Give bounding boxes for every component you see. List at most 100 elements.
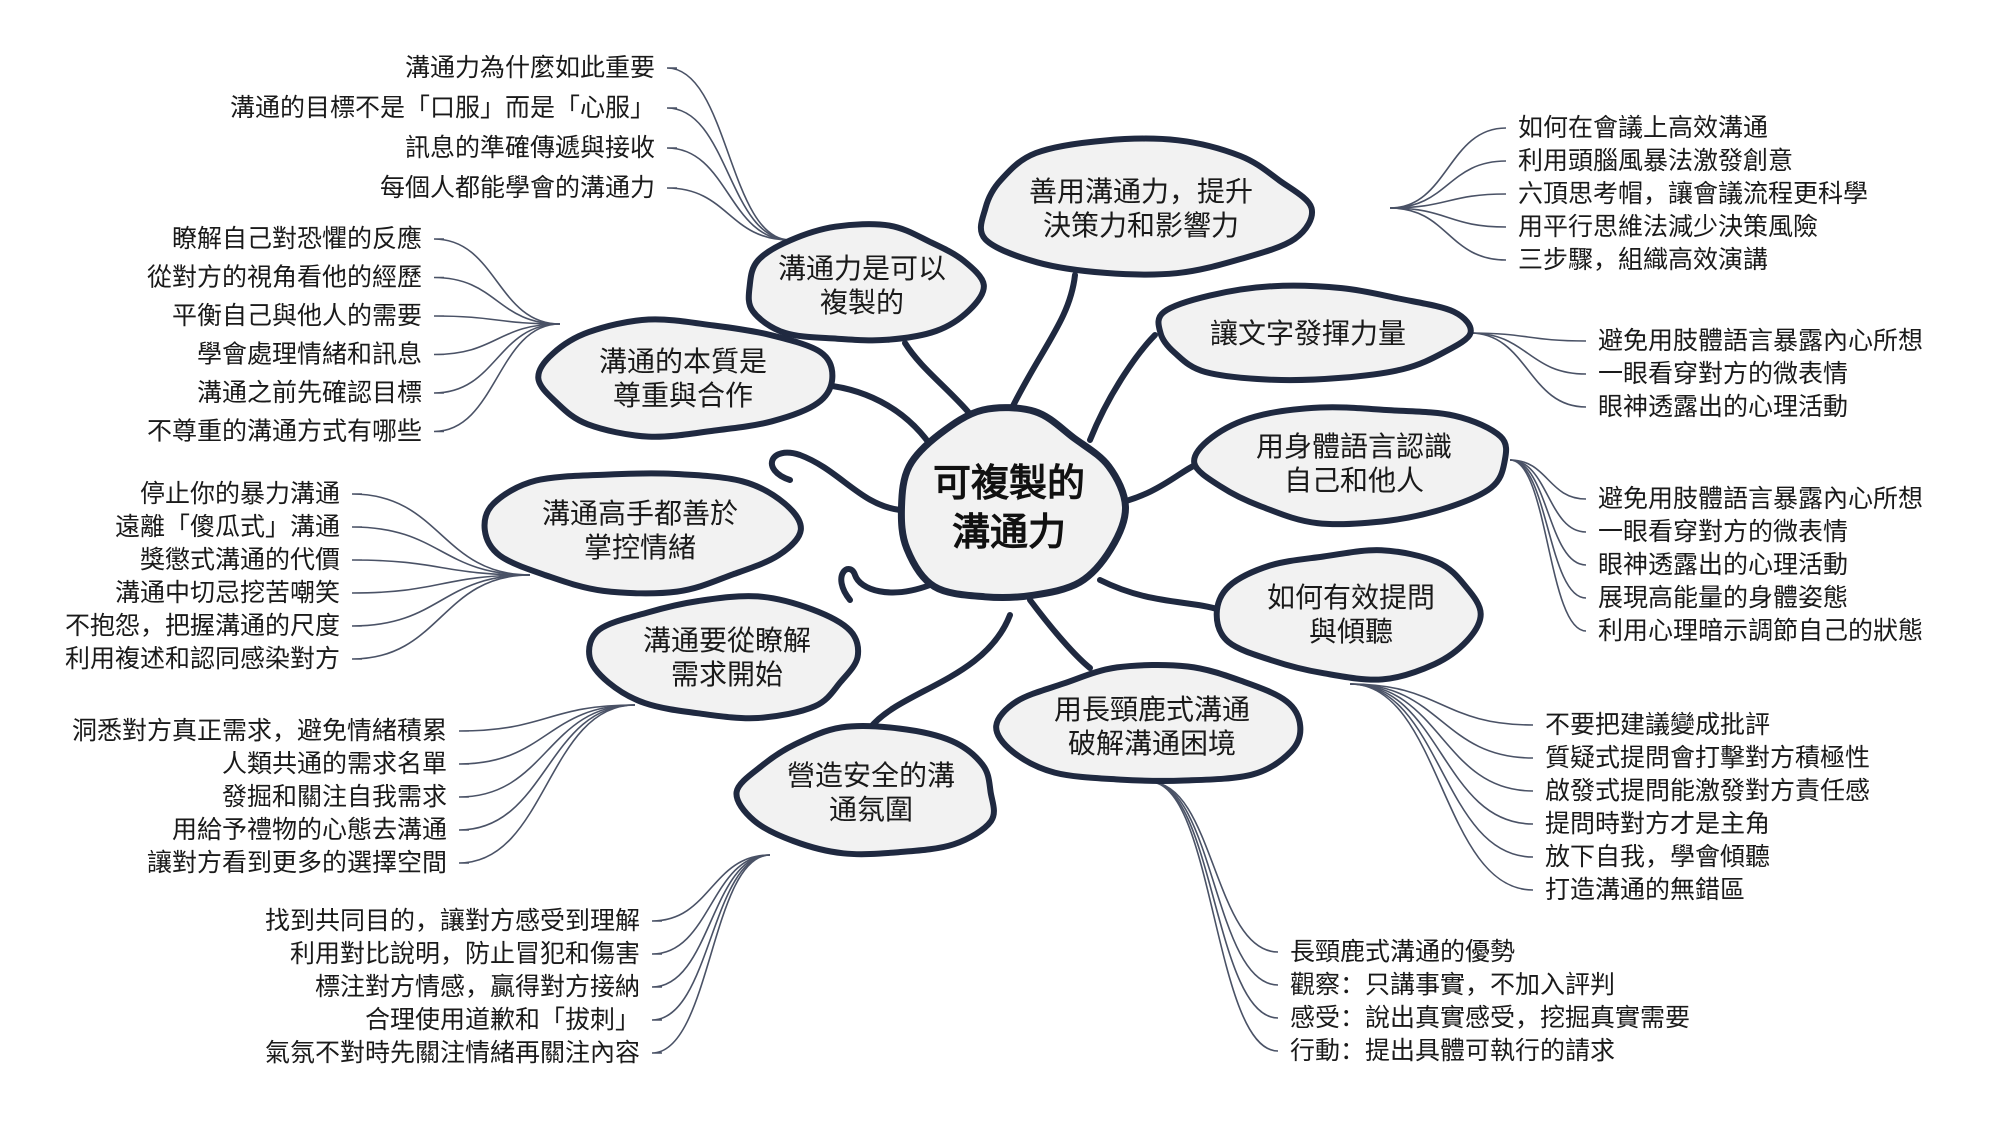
branch-title-line: 通氛圍	[829, 793, 913, 826]
leaf-item: 合理使用道歉和「拔刺」	[365, 1005, 640, 1034]
leaf-item: 展現高能量的身體姿態	[1598, 583, 1848, 612]
branch-bubble	[1213, 547, 1484, 683]
leaf-item: 避免用肢體語言暴露內心所想	[1598, 484, 1923, 513]
spoke-b3	[768, 449, 903, 513]
leaf-connector	[458, 704, 636, 831]
spoke-b4	[838, 566, 933, 603]
leaf-item: 遠離「傻瓜式」溝通	[115, 512, 340, 541]
leaf-connector	[1389, 160, 1507, 209]
leaf-connector	[433, 323, 561, 394]
leaf-connector	[433, 276, 561, 325]
leaf-item: 感受：說出真實感受，挖掘真實需要	[1290, 1003, 1690, 1032]
leaf-item: 用平行思維法減少決策風險	[1518, 212, 1818, 241]
leaf-item: 一眼看穿對方的微表情	[1598, 517, 1848, 546]
center-bubble	[897, 404, 1129, 602]
branch-title-line: 溝通高手都善於	[542, 497, 738, 530]
leaf-item: 一眼看穿對方的微表情	[1598, 359, 1848, 388]
leaf-connector	[458, 704, 636, 798]
leaf-connector	[1509, 459, 1587, 533]
leaf-connector	[433, 315, 561, 325]
leaf-item: 質疑式提問會打擊對方積極性	[1545, 743, 1870, 772]
leaf-item: 學會處理情緒和訊息	[197, 340, 422, 369]
leaf-connector	[1349, 683, 1534, 891]
leaf-connector	[1389, 207, 1507, 228]
branch-title-line: 與傾聽	[1309, 615, 1393, 648]
spoke-b6	[1007, 272, 1078, 415]
leaf-connector	[651, 854, 771, 1054]
center-title-line1: 可複製的	[933, 461, 1085, 505]
leaf-connector	[666, 147, 791, 241]
branch-bubble	[481, 470, 804, 597]
branch-title-line: 善用溝通力，提升	[1029, 175, 1253, 208]
leaf-connector	[666, 67, 791, 241]
leaf-item: 訊息的準確傳遞與接收	[405, 133, 655, 162]
leaf-connector	[1149, 781, 1279, 986]
leaf-item: 不要把建議變成批評	[1545, 710, 1770, 739]
leaf-connector	[1349, 683, 1534, 825]
leaf-connector	[1149, 781, 1279, 953]
branch-title-line: 尊重與合作	[613, 379, 753, 412]
branch-title-line: 溝通的本質是	[599, 345, 767, 378]
leaf-connector	[1469, 332, 1587, 375]
leaf-item: 瞭解自己對恐懼的反應	[172, 224, 422, 253]
branch-title-line: 用身體語言認識	[1256, 430, 1452, 463]
leaf-connector	[1509, 459, 1587, 500]
leaf-connector	[1349, 683, 1534, 858]
branch-title-line: 溝通力是可以	[778, 252, 946, 285]
leaf-connector	[1149, 781, 1279, 1052]
leaf-item: 溝通中切忌挖苦嘲笑	[115, 578, 340, 607]
leaf-item: 打造溝通的無錯區	[1545, 875, 1745, 904]
leaf-item: 溝通的目標不是「口服」而是「心服」	[230, 93, 655, 122]
leaf-item: 溝通力為什麼如此重要	[405, 53, 655, 82]
leaf-connector	[351, 574, 531, 660]
leaf-item: 不尊重的溝通方式有哪些	[147, 417, 422, 446]
leaf-item: 溝通之前先確認目標	[197, 378, 422, 407]
connector-layer	[351, 67, 1587, 1054]
branch-bubble	[733, 723, 997, 858]
spoke-b10	[1027, 597, 1093, 671]
leaf-item: 發掘和關注自我需求	[222, 782, 447, 811]
branch-title-line: 複製的	[820, 286, 904, 319]
branch-bubble	[993, 661, 1304, 784]
leaf-connector	[351, 559, 531, 576]
leaf-item: 三步驟，組織高效演講	[1518, 245, 1768, 274]
leaf-connector	[651, 854, 771, 1021]
leaf-connector	[1389, 207, 1507, 261]
leaf-connector	[666, 187, 791, 241]
leaf-item: 洞悉對方真正需求，避免情緒積累	[72, 716, 447, 745]
leaf-item: 眼神透露出的心理活動	[1598, 392, 1848, 421]
leaf-item: 利用頭腦風暴法激發創意	[1518, 146, 1793, 175]
branch-title-line: 溝通要從瞭解	[643, 624, 811, 657]
spoke-b5	[867, 612, 1013, 731]
branch-bubble	[586, 593, 862, 722]
spoke-b7	[1087, 332, 1158, 443]
leaf-connector	[458, 704, 636, 864]
leaf-item: 利用複述和認同感染對方	[65, 644, 340, 673]
leaf-item: 停止你的暴力溝通	[140, 479, 340, 508]
leaf-item: 從對方的視角看他的經歷	[147, 263, 422, 292]
leaf-item: 人類共通的需求名單	[222, 749, 447, 778]
bubble-layer: 溝通力是可以複製的溝通的本質是尊重與合作溝通高手都善於掌控情緒溝通要從瞭解需求開…	[481, 135, 1510, 858]
leaf-item: 獎懲式溝通的代價	[140, 545, 340, 574]
branch-title-line: 決策力和影響力	[1043, 209, 1239, 242]
leaf-connector	[433, 238, 561, 325]
leaf-item: 氣氛不對時先關注情緒再關注內容	[265, 1038, 640, 1067]
branch-node-b7: 讓文字發揮力量	[1155, 282, 1474, 384]
leaf-item: 長頸鹿式溝通的優勢	[1290, 937, 1515, 966]
leaf-item: 六頂思考帽，讓會議流程更科學	[1518, 179, 1868, 208]
spoke-b9	[1097, 577, 1223, 613]
leaf-item: 如何在會議上高效溝通	[1518, 113, 1768, 142]
branch-title-line: 用長頸鹿式溝通	[1054, 693, 1250, 726]
leaf-item: 啟發式提問能激發對方責任感	[1545, 776, 1870, 805]
leaf-connector	[1469, 332, 1587, 408]
leaf-connector	[651, 854, 771, 955]
branch-title-line: 讓文字發揮力量	[1210, 317, 1406, 350]
leaf-item: 放下自我，學會傾聽	[1545, 842, 1770, 871]
